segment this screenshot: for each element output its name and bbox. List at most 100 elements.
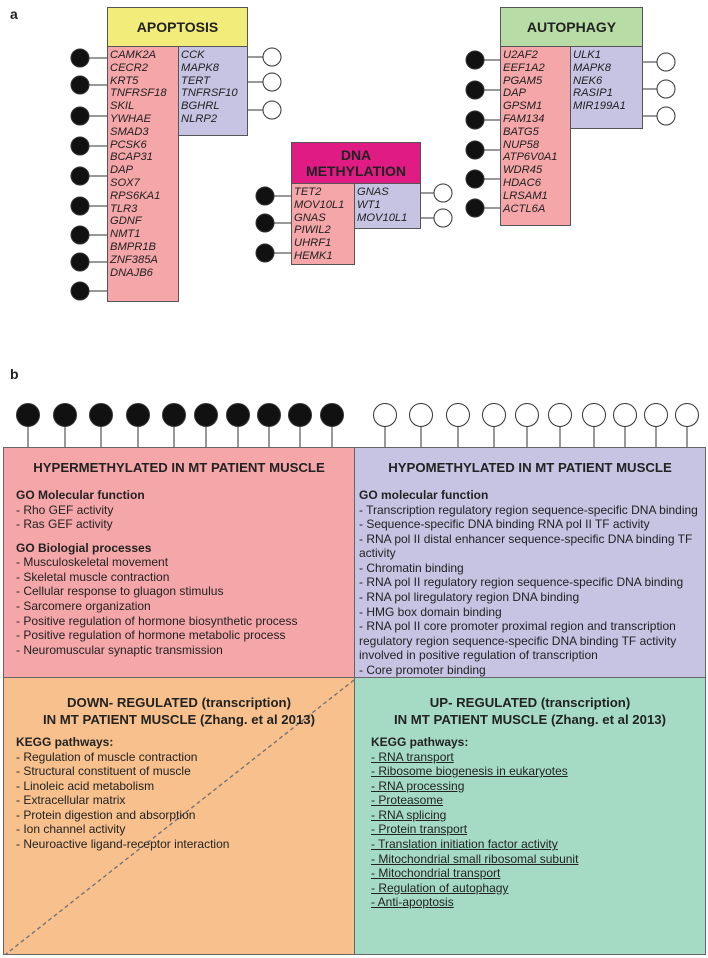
hypo-mf-heading: GO molecular function [359,488,489,502]
kegg-pathway: - RNA processing [371,778,465,793]
kegg-pathway: - Protein transport [371,822,468,837]
gene-name: YWHAE [110,112,152,125]
up-kegg-heading: KEGG pathways: [371,735,469,749]
hypomethylated-quadrant: HYPOMETHYLATED IN MT PATIENT MUSCLE GO m… [354,447,706,678]
gene-name: BGHRL [181,100,220,113]
go-term: - RNA pol II regulatory region sequence-… [359,575,684,590]
gene-name: WT1 [357,198,381,211]
autophagy-hyper-markers [465,50,500,218]
apoptosis-hypo-markers [248,47,282,120]
hypo-title: HYPOMETHYLATED IN MT PATIENT MUSCLE [388,460,672,475]
hyper-lollipops [16,403,344,447]
hyper-mf-list: - Rho GEF activity - Ras GEF activity [16,503,354,532]
apoptosis-header: APOPTOSIS [107,7,248,47]
go-term: - Ras GEF activity [16,517,113,532]
gene-name: ULK1 [573,49,601,61]
go-term: - HMG box domain binding [359,604,502,619]
gene-name: RASIP1 [573,87,613,100]
gene-name: MOV10L1 [357,211,408,224]
gene-name: ATP6V0A1 [503,151,558,164]
gene-name: GDNF [110,215,142,228]
go-term: - Transcription regulatory region sequen… [359,502,698,517]
gene-name: SMAD3 [110,125,149,138]
kegg-pathway: - Regulation of muscle contraction [16,749,198,764]
go-term: - RNA pol II distal enhancer sequence-sp… [359,531,693,561]
gene-name: TNFRSF10 [181,87,238,100]
gene-name: CAMK2A [110,49,157,61]
kegg-pathway: - Ribosome biogenesis in eukaryotes [371,764,568,779]
kegg-pathway: - Translation initiation factor activity [371,837,558,852]
gene-name: PIWIL2 [294,224,331,237]
gene-name: WDR45 [503,164,543,177]
go-term: - RNA pol liregulatory region DNA bindin… [359,590,580,605]
kegg-pathway: - Proteasome [371,793,444,808]
kegg-pathway: - Ion channel activity [16,822,126,837]
gene-name: BMPR1B [110,240,157,253]
gene-name: GNAS [357,186,389,198]
diagonal-divider [5,679,355,955]
gene-name: FAM134 [503,112,545,125]
gene-name: DAP [110,164,134,177]
kegg-pathway: - Protein digestion and absorption [16,807,196,822]
kegg-pathway: - Anti-apoptosis [371,895,454,910]
dna-header-line2: METHYLATION [305,163,407,179]
down-title-line1: DOWN- REGULATED (transcription) [67,695,291,710]
kegg-pathway: - Regulation of autophagy [371,880,509,895]
hyper-bp-list: - Musculoskeletal movement- Skeletal mus… [16,555,354,657]
gene-name: SOX7 [110,176,140,189]
gene-name: HEMK1 [294,249,333,262]
gene-name: UHRF1 [294,237,332,250]
gene-name: MIR199A1 [573,100,626,113]
gene-name: MOV10L1 [294,198,345,211]
dna-methylation-header: DNA METHYLATION [291,142,421,184]
gene-name: MAPK8 [573,61,611,74]
go-term: - Skeletal muscle contraction [16,569,170,584]
go-term: - Positive regulation of hormone metabol… [16,628,286,643]
kegg-pathway: - Extracellular matrix [16,793,126,808]
hypo-lollipops [373,403,699,447]
gene-name: BCAP31 [110,151,153,164]
gene-name: PGAM5 [503,74,543,87]
gene-name: CECR2 [110,61,148,74]
hypo-mf-list: - Transcription regulatory region sequen… [359,503,701,678]
hyper-title: HYPERMETHYLATED IN MT PATIENT MUSCLE [33,460,325,475]
gene-name: NLRP2 [181,112,218,125]
gene-name: KRT5 [110,74,139,87]
gene-name: ACTL6A [503,202,546,215]
gene-name: BATG5 [503,125,539,138]
gene-name: NEK6 [573,74,603,87]
down-kegg-heading: KEGG pathways: [16,735,114,749]
gene-name: CCK [181,49,205,61]
go-term: - Neuromuscular synaptic transmission [16,642,223,657]
gene-name: TLR3 [110,202,138,215]
kegg-pathway: - Linoleic acid metabolism [16,778,155,793]
down-regulated-quadrant: DOWN- REGULATED (transcription) IN MT PA… [3,677,355,955]
gene-name: EEF1A2 [503,61,545,74]
dna-header-line1: DNA [340,147,372,163]
go-term: - Cellular response to gluagon stimulus [16,584,224,599]
hyper-bp-heading: GO Biologial processes [16,540,152,555]
kegg-pathway: - Mitochondrial transport [371,866,501,881]
gene-name: ZNF385A [110,253,158,266]
panel-a-label: a [10,6,18,22]
gene-name: U2AF2 [503,49,538,61]
dna-hypo-markers [421,183,453,228]
kegg-pathway: - Structural constituent of muscle [16,764,191,779]
kegg-pathway: - RNA transport [371,749,454,764]
gene-name: DAP [503,87,527,100]
kegg-pathway: - Neuroactive ligand-receptor interactio… [16,837,230,852]
gene-name: SKIL [110,100,135,113]
gene-name: GPSM1 [503,100,543,113]
down-kegg-list: - Regulation of muscle contraction- Stru… [16,750,354,852]
apoptosis-hyper-markers [70,48,108,301]
hypermethylated-quadrant: HYPERMETHYLATED IN MT PATIENT MUSCLE GO … [3,447,355,678]
gene-name: LRSAM1 [503,189,548,202]
